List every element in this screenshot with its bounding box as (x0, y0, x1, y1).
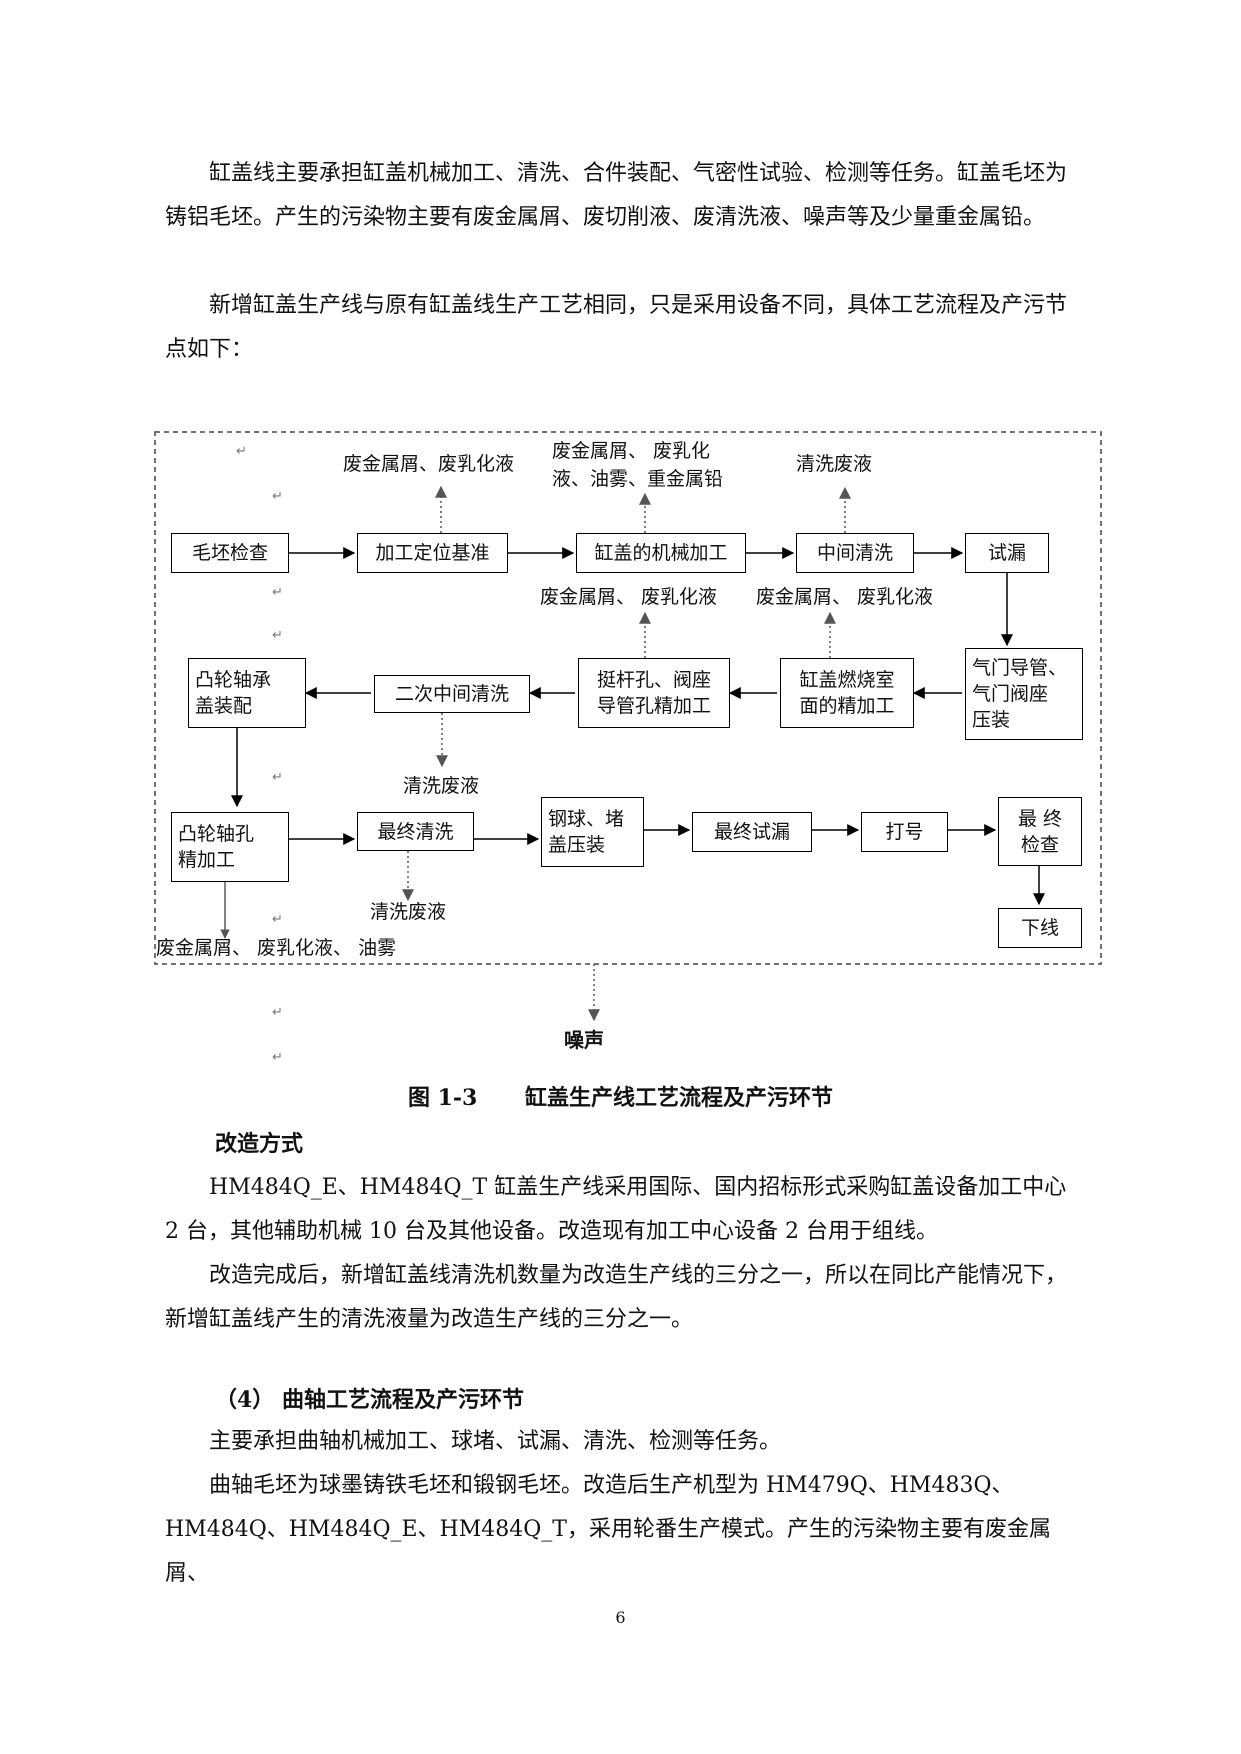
paragraph-mark-icon: ↵ (236, 444, 247, 459)
flowchart-lines (154, 431, 1102, 1022)
box-chamber-finishing: 缸盖燃烧室 面的精加工 (780, 658, 914, 728)
box-marking: 打号 (861, 812, 948, 852)
box-datum-machining: 加工定位基准 (357, 533, 508, 573)
crankshaft-paragraph-1: 主要承担曲轴机械加工、球堵、试漏、清洗、检测等任务。 (209, 1429, 782, 1454)
box-tappet-finishing: 挺杆孔、阀座 导管孔精加工 (578, 658, 730, 728)
box-second-wash: 二次中间清洗 (374, 675, 530, 713)
page-number: 6 (615, 1608, 626, 1627)
section-heading-retrofit: 改造方式 (215, 1131, 304, 1157)
paragraph-mark-icon: ↵ (272, 1050, 283, 1065)
box-final-leak-test: 最终试漏 (692, 812, 812, 852)
output-label-o1: 废金属屑、废乳化液 (343, 453, 515, 475)
retrofit-paragraph-2: 改造完成后，新增缸盖线清洗机数量为改造生产线的三分之一，所以在同比产能情况下，新… (165, 1263, 1068, 1332)
box-final-wash: 最终清洗 (357, 812, 474, 851)
paragraph-mark-icon: ↵ (272, 770, 283, 785)
figure-title: 缸盖生产线工艺流程及产污环节 (525, 1085, 834, 1111)
box-cam-cap-assembly: 凸轮轴承 盖装配 (188, 658, 306, 728)
output-label-o7: 清洗废液 (370, 901, 447, 923)
box-ball-plug-press: 钢球、堵 盖压装 (541, 797, 644, 867)
box-intermediate-wash: 中间清洗 (796, 533, 914, 573)
box-cam-bore-finishing: 凸轮轴孔 精加工 (171, 812, 289, 882)
crankshaft-paragraph-2: 曲轴毛坯为球墨铸铁毛坯和锻钢毛坯。改造后生产机型为 HM479Q、HM483Q、… (165, 1473, 1051, 1586)
paragraph-mark-icon: ↵ (272, 585, 283, 600)
noise-label: 噪声 (564, 1028, 604, 1052)
intro-paragraph-2: 新增缸盖生产线与原有缸盖线生产工艺相同，只是采用设备不同，具体工艺流程及产污节点… (165, 293, 1068, 362)
box-final-inspection: 最 终 检查 (998, 797, 1082, 866)
box-rough-inspection: 毛坯检查 (171, 533, 289, 573)
box-offline: 下线 (998, 908, 1082, 948)
output-label-o2: 废金属屑、 废乳化 液、油雾、重金属铅 (552, 440, 724, 490)
section-heading-crankshaft: （4） 曲轴工艺流程及产污环节 (215, 1387, 524, 1413)
intro-paragraph-1: 缸盖线主要承担缸盖机械加工、清洗、合件装配、气密性试验、检测等任务。缸盖毛坯为铸… (165, 161, 1068, 230)
retrofit-paragraph-1: HM484Q_E、HM484Q_T 缸盖生产线采用国际、国内招标形式采购缸盖设备… (165, 1175, 1067, 1244)
figure-caption: 图 1-3 缸盖生产线工艺流程及产污环节 (0, 1080, 1241, 1112)
box-head-machining: 缸盖的机械加工 (576, 533, 746, 573)
box-valve-guide-press: 气门导管、 气门阀座 压装 (965, 648, 1083, 740)
output-label-o4: 废金属屑、 废乳化液 (540, 586, 718, 608)
output-label-o6: 清洗废液 (403, 775, 480, 797)
paragraph-mark-icon: ↵ (272, 628, 283, 643)
paragraph-mark-icon: ↵ (272, 489, 283, 504)
flowchart-dashed-border (154, 431, 1102, 965)
paragraph-mark-icon: ↵ (272, 1005, 283, 1020)
output-label-o5: 废金属屑、 废乳化液 (756, 586, 934, 608)
paragraph-mark-icon: ↵ (272, 912, 283, 927)
figure-number: 图 1-3 (407, 1085, 478, 1111)
output-label-o3: 清洗废液 (796, 453, 873, 475)
output-label-o8: 废金属屑、 废乳化液、 油雾 (156, 937, 397, 959)
box-leak-test: 试漏 (965, 533, 1049, 573)
process-flowchart: 毛坯检查 加工定位基准 缸盖的机械加工 中间清洗 试漏 气门导管、 气门阀座 压… (154, 431, 1102, 1065)
